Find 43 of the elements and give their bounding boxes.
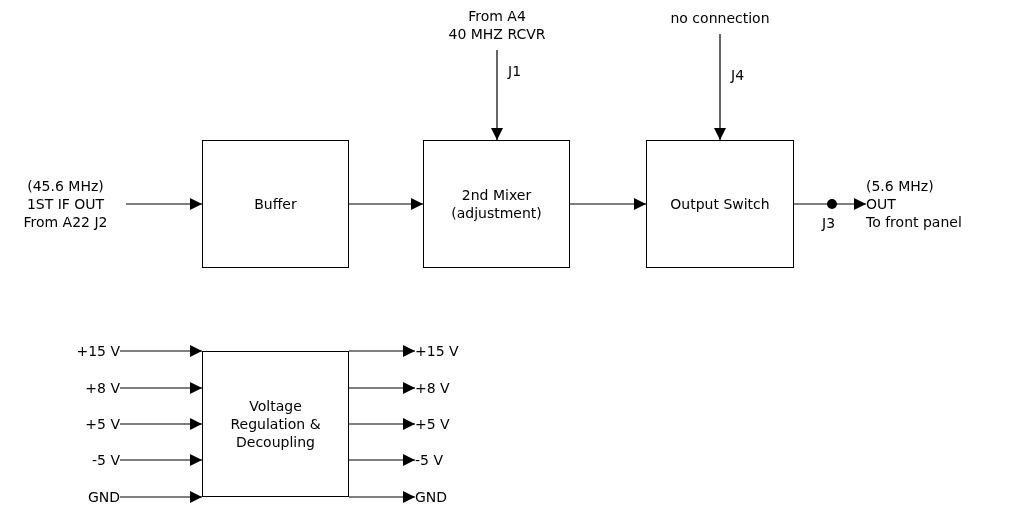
label-text: 1ST IF OUT bbox=[26, 195, 105, 213]
label-text: (45.6 MHz) bbox=[27, 177, 104, 195]
label-text: GND bbox=[87, 488, 120, 506]
label-text: +15 V bbox=[415, 342, 459, 360]
arrow bbox=[119, 382, 203, 394]
arrow bbox=[119, 491, 203, 503]
block-box bbox=[423, 140, 570, 268]
arrow bbox=[348, 491, 416, 503]
arrow bbox=[348, 418, 416, 430]
arrow bbox=[125, 198, 203, 210]
label-text: To front panel bbox=[866, 213, 962, 231]
arrow bbox=[714, 33, 726, 141]
arrow bbox=[569, 198, 647, 210]
block-box bbox=[646, 140, 794, 268]
label-text: +5 V bbox=[415, 415, 450, 433]
label-text: OUT bbox=[866, 195, 896, 213]
label-text: -5 V bbox=[92, 451, 120, 469]
arrow bbox=[793, 198, 867, 210]
label-text: +8 V bbox=[415, 379, 450, 397]
arrow bbox=[119, 418, 203, 430]
arrow bbox=[348, 454, 416, 466]
label-text: (5.6 MHz) bbox=[866, 177, 934, 195]
arrow bbox=[491, 49, 503, 141]
arrow bbox=[119, 454, 203, 466]
label-text: GND bbox=[415, 488, 448, 506]
label-text: Voltage Regulation & Decoupling bbox=[229, 397, 322, 451]
label-text: Output Switch bbox=[670, 195, 770, 213]
arrow bbox=[348, 382, 416, 394]
label-text: +5 V bbox=[85, 415, 120, 433]
label-text: From A4 bbox=[468, 7, 526, 25]
label-text: 2nd Mixer (adjustment) bbox=[450, 186, 543, 222]
label-text: -5 V bbox=[415, 451, 443, 469]
label-text: Buffer bbox=[254, 195, 297, 213]
label-text: From A22 J2 bbox=[23, 213, 108, 231]
arrow bbox=[348, 198, 424, 210]
label-text: +8 V bbox=[85, 379, 120, 397]
arrow bbox=[348, 345, 416, 357]
label-text: +15 V bbox=[76, 342, 120, 360]
label-text: 40 MHZ RCVR bbox=[448, 25, 546, 43]
block-box bbox=[202, 140, 349, 268]
label-text: no connection bbox=[670, 9, 770, 27]
arrow bbox=[119, 345, 203, 357]
block-box bbox=[202, 351, 349, 497]
